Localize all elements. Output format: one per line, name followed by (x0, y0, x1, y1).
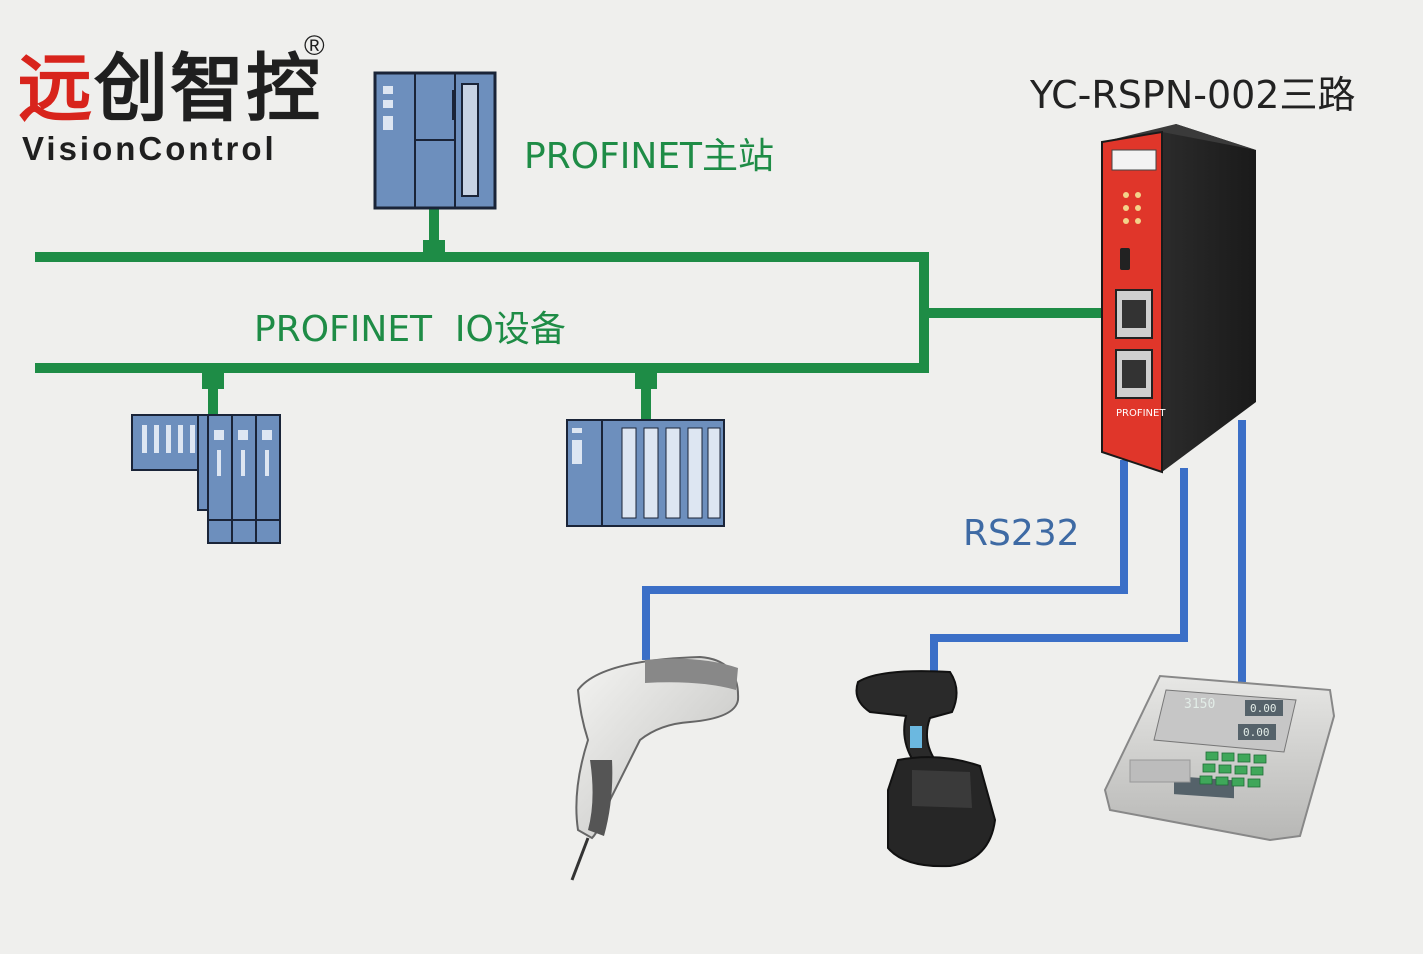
weighing-indicator-icon: 3150 0.00 0.00 (1103, 674, 1336, 842)
plc-master-icon (373, 71, 497, 210)
rs232-label: RS232 (963, 513, 1080, 554)
brand-logo-cn: 远创智控 (18, 52, 322, 126)
rs232-cable-1 (642, 460, 1128, 660)
scale-main-reading: 3150 (1184, 697, 1215, 712)
bus-taps (202, 240, 657, 389)
registered-mark: ® (304, 30, 325, 61)
barcode-scanner-icon (855, 670, 997, 868)
profinet-master-label: PROFINET主站 (524, 136, 775, 177)
rs232-cables (642, 420, 1246, 682)
io-module-icon (566, 419, 725, 527)
brand-logo-cn-rest: 创智控 (94, 46, 322, 132)
product-model-label: YC-RSPN-002三路 (1030, 73, 1356, 117)
scale-reading-3: 0.00 (1243, 726, 1270, 739)
brand-logo-cn-first: 远 (18, 46, 94, 132)
brand-logo-en: VisionControl (22, 130, 277, 167)
io-module-icon (131, 414, 281, 544)
rs232-cable-2 (930, 468, 1188, 672)
gateway-port-label: PROFINET (1116, 408, 1166, 419)
gateway-device-icon: PROFINET (1101, 124, 1256, 474)
barcode-scanner-icon (570, 655, 740, 881)
profinet-bus (35, 205, 1109, 425)
scale-reading-2: 0.00 (1250, 702, 1277, 715)
profinet-io-label: PROFINET IO设备 (254, 309, 566, 350)
